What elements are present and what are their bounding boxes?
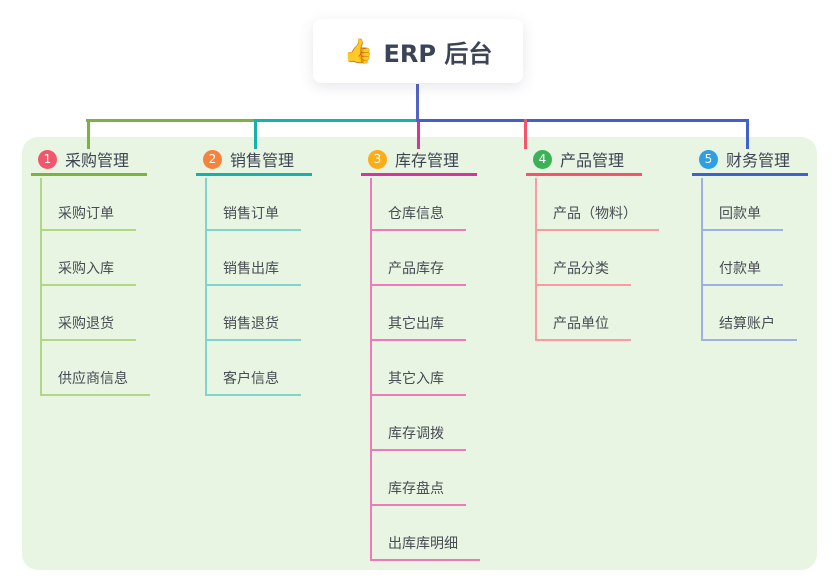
child-node[interactable]: 结算账户 <box>701 305 797 341</box>
child-label: 其它入库 <box>388 371 444 387</box>
root-node[interactable]: 👍 ERP 后台 <box>313 19 523 83</box>
thumbs-up-icon: 👍 <box>343 37 374 65</box>
connector-root-stem <box>416 84 419 122</box>
child-node[interactable]: 付款单 <box>701 250 783 286</box>
child-label: 产品（物料） <box>553 206 637 222</box>
child-label: 结算账户 <box>719 316 775 332</box>
branch-label: 销售管理 <box>230 151 295 170</box>
child-label: 产品单位 <box>553 316 609 332</box>
child-label: 其它出库 <box>388 316 444 332</box>
child-label: 销售订单 <box>223 206 279 222</box>
connector-branch1-drop <box>87 119 90 149</box>
child-label: 销售退货 <box>223 316 279 332</box>
child-node[interactable]: 销售订单 <box>205 195 301 231</box>
child-node[interactable]: 供应商信息 <box>40 360 150 396</box>
child-node[interactable]: 客户信息 <box>205 360 301 396</box>
child-label: 采购入库 <box>58 261 114 277</box>
branch-number-badge: 2 <box>203 149 222 169</box>
branch5-trunk-line <box>701 178 703 341</box>
child-node[interactable]: 采购订单 <box>40 195 136 231</box>
branch4-trunk-line <box>535 178 537 341</box>
child-node[interactable]: 回款单 <box>701 195 783 231</box>
child-label: 库存盘点 <box>388 481 444 497</box>
child-label: 采购订单 <box>58 206 114 222</box>
child-label: 出库库明细 <box>388 536 458 552</box>
connector-branch4-drop <box>524 119 527 149</box>
branch2-trunk-line <box>205 178 207 396</box>
child-node[interactable]: 库存调拨 <box>370 415 466 451</box>
child-node[interactable]: 出库库明细 <box>370 525 480 561</box>
branch-number-badge: 4 <box>533 149 552 169</box>
branch-node-5[interactable]: 5 财务管理 <box>692 145 808 176</box>
child-node[interactable]: 产品单位 <box>535 305 631 341</box>
connector-branch2-horizontal <box>254 119 417 122</box>
branch-node-2[interactable]: 2 销售管理 <box>196 145 312 176</box>
root-label: ERP 后台 <box>383 39 493 68</box>
branch-label: 产品管理 <box>560 151 625 170</box>
child-node[interactable]: 采购入库 <box>40 250 136 286</box>
branch-label: 采购管理 <box>65 151 130 170</box>
child-node[interactable]: 产品分类 <box>535 250 631 286</box>
child-node[interactable]: 销售退货 <box>205 305 301 341</box>
child-label: 付款单 <box>719 261 761 277</box>
child-label: 库存调拨 <box>388 426 444 442</box>
branch1-trunk-line <box>40 178 42 396</box>
child-node[interactable]: 仓库信息 <box>370 195 466 231</box>
child-label: 产品分类 <box>553 261 609 277</box>
branch-node-3[interactable]: 3 库存管理 <box>361 145 477 176</box>
child-node[interactable]: 产品（物料） <box>535 195 659 231</box>
child-node[interactable]: 其它出库 <box>370 305 466 341</box>
connector-branch5-drop <box>746 119 749 149</box>
child-node[interactable]: 采购退货 <box>40 305 136 341</box>
branch-number-badge: 3 <box>368 149 387 169</box>
child-node[interactable]: 产品库存 <box>370 250 466 286</box>
branch-node-4[interactable]: 4 产品管理 <box>526 145 642 176</box>
child-label: 供应商信息 <box>58 371 128 387</box>
connector-branch5-horizontal <box>417 119 749 122</box>
child-label: 客户信息 <box>223 371 279 387</box>
branch-number-badge: 5 <box>699 149 718 169</box>
branch-number-badge: 1 <box>38 149 57 169</box>
child-label: 仓库信息 <box>388 206 444 222</box>
child-label: 采购退货 <box>58 316 114 332</box>
branch-label: 库存管理 <box>395 151 460 170</box>
branch3-trunk-line <box>370 178 372 561</box>
connector-branch2-drop <box>254 119 257 149</box>
child-label: 销售出库 <box>223 261 279 277</box>
child-node[interactable]: 其它入库 <box>370 360 466 396</box>
child-label: 产品库存 <box>388 261 444 277</box>
branch-node-1[interactable]: 1 采购管理 <box>31 145 147 176</box>
child-label: 回款单 <box>719 206 761 222</box>
child-node[interactable]: 销售出库 <box>205 250 301 286</box>
connector-branch3-drop <box>417 122 420 149</box>
branch-label: 财务管理 <box>726 151 791 170</box>
branches-panel <box>22 137 817 570</box>
connector-branch1-horizontal <box>86 119 254 122</box>
child-node[interactable]: 库存盘点 <box>370 470 466 506</box>
